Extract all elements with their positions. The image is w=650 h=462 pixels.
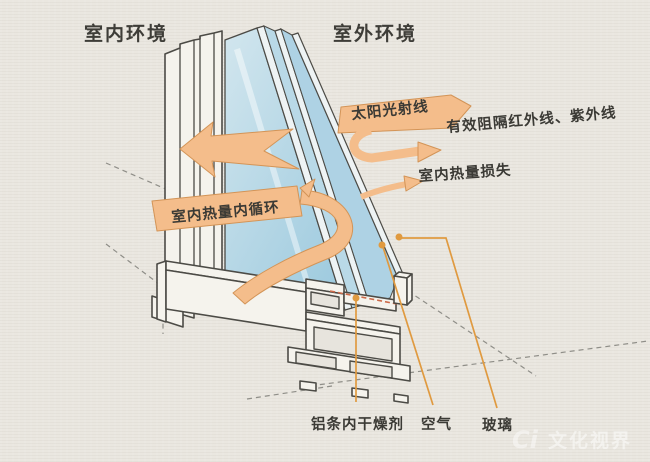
circulation-loop-tab bbox=[299, 178, 316, 198]
block-ir-uv-label: 有效阻隔红外线、紫外线 bbox=[446, 103, 617, 136]
air-dot bbox=[378, 241, 386, 249]
rail-hole bbox=[295, 351, 337, 370]
glass-leader bbox=[401, 237, 498, 409]
outdoor-environment-title: 室外环境 bbox=[333, 22, 417, 45]
sun-ray-band bbox=[337, 94, 472, 134]
heat-loss-arrow-shaft bbox=[359, 181, 408, 200]
rail-foot bbox=[299, 380, 317, 392]
glass-panes bbox=[224, 25, 404, 311]
big-inward-heat-arrow bbox=[179, 121, 300, 178]
watermark: Ci 文化视界 bbox=[512, 426, 632, 454]
guide-line bbox=[246, 385, 333, 400]
watermark-logo: Ci bbox=[512, 426, 539, 454]
air-label: 空气 bbox=[421, 415, 452, 433]
indoor-heat-loss-label: 室内热量损失 bbox=[418, 161, 512, 185]
aluminum-spacer-dash bbox=[329, 290, 398, 305]
indoor-environment-title: 室内环境 bbox=[84, 22, 168, 45]
heat-loss-arrow-head bbox=[403, 175, 424, 192]
spacer-box-hole bbox=[310, 291, 340, 310]
reflect-arrow-head bbox=[417, 141, 442, 163]
glass-label: 玻璃 bbox=[482, 416, 513, 434]
guide-line bbox=[301, 340, 649, 388]
rail-foot bbox=[393, 393, 409, 404]
callout-leaders bbox=[352, 233, 498, 409]
circulation-banner bbox=[151, 185, 303, 232]
chamber-hole bbox=[313, 326, 393, 362]
air-leader bbox=[382, 246, 434, 406]
glass-dot bbox=[395, 233, 403, 241]
guide-line bbox=[407, 290, 537, 377]
sill-left-cap bbox=[156, 260, 167, 323]
outer-lip-side bbox=[406, 273, 413, 306]
circulation-loop-arrow bbox=[232, 189, 354, 305]
desiccant-label: 铝条内干燥剂 bbox=[311, 415, 404, 433]
guide-line bbox=[105, 243, 164, 334]
reflect-arrow-shaft bbox=[349, 125, 421, 163]
rail-foot bbox=[351, 387, 369, 399]
desiccant-dot bbox=[352, 294, 360, 302]
rail-hole bbox=[349, 360, 393, 379]
guide-line bbox=[105, 162, 169, 191]
glass-reflection-highlight bbox=[234, 48, 316, 302]
watermark-text: 文化视界 bbox=[548, 429, 632, 452]
heat-flow-arrows bbox=[151, 94, 472, 305]
